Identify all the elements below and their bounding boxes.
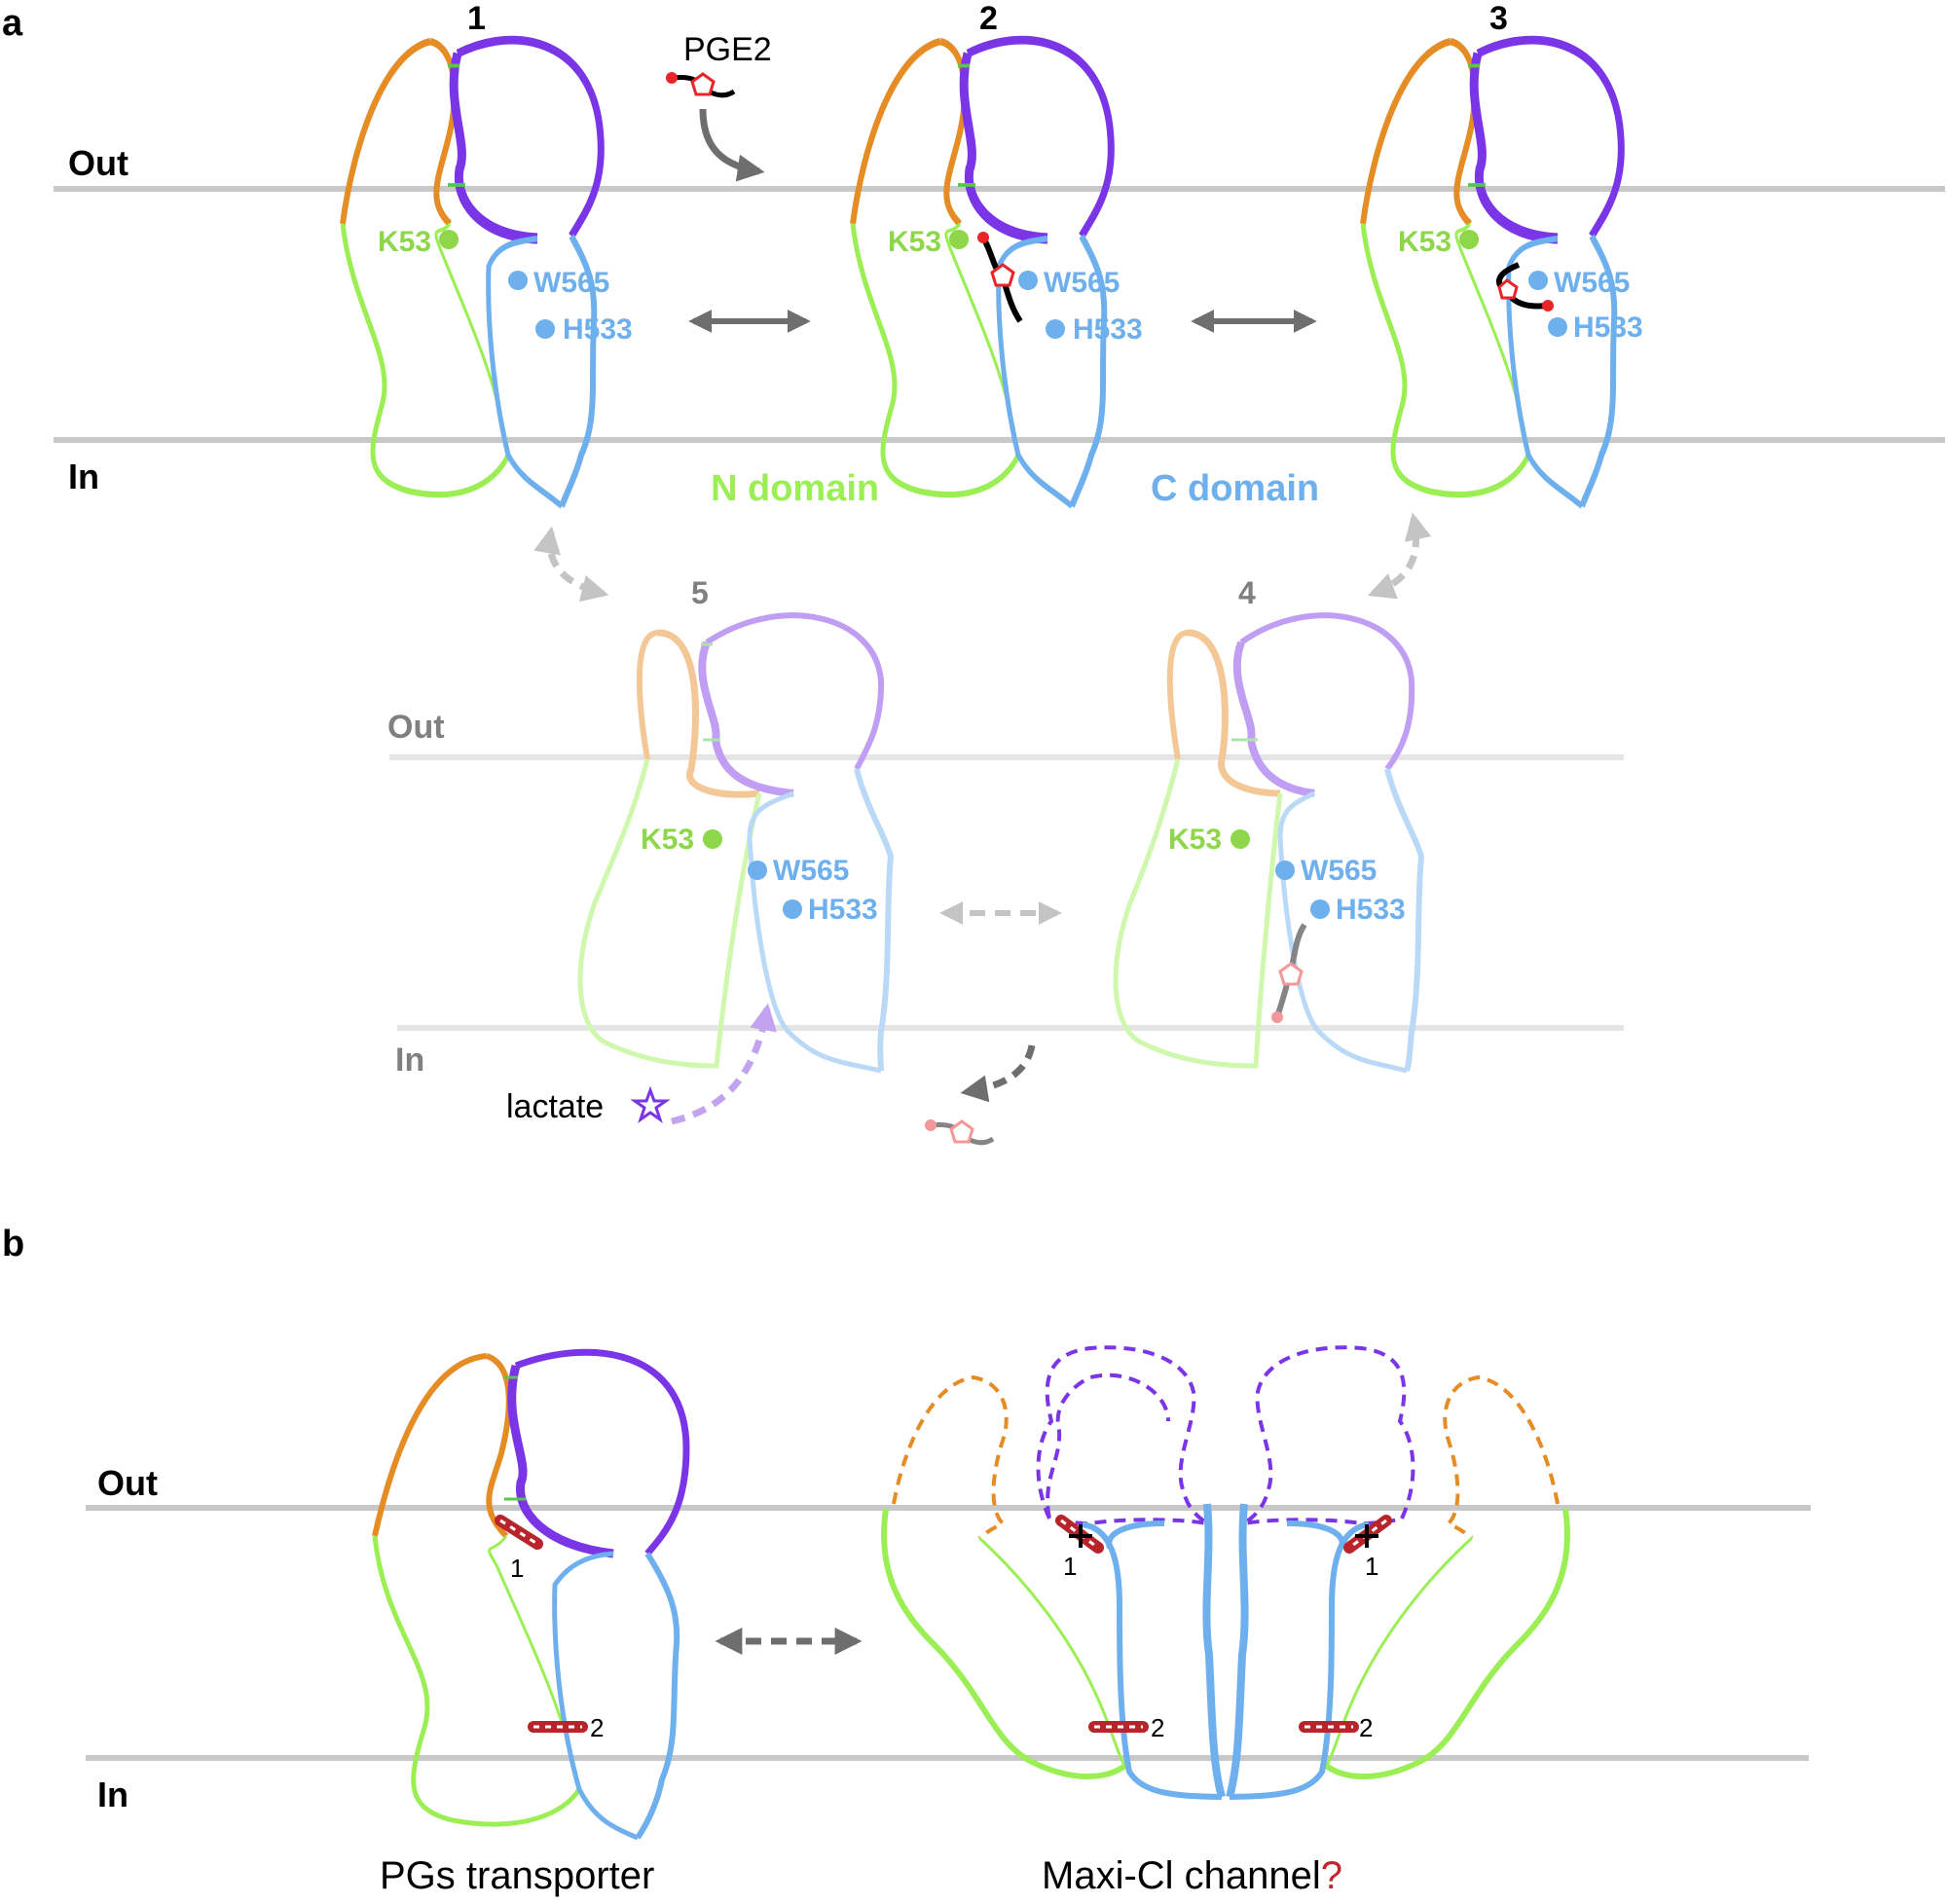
h533-label-3: H533 <box>1573 311 1643 344</box>
panel-b-label: b <box>2 1224 24 1264</box>
h533-dot-3 <box>1548 317 1567 337</box>
gate-1-label-transporter: 1 <box>510 1554 524 1583</box>
arrow-3-4-dashed <box>1367 512 1432 600</box>
pgs-transporter-caption: PGs transporter <box>380 1854 654 1897</box>
h533-label-1: H533 <box>563 313 633 346</box>
in-label-a: In <box>68 457 99 496</box>
k53-dot-5 <box>703 829 722 849</box>
w565-dot-2 <box>1018 271 1038 290</box>
h533-dot-5 <box>783 899 802 919</box>
pgs-transporter-protein <box>375 1352 686 1838</box>
lactate-star-icon <box>630 1085 671 1123</box>
state-2-number: 2 <box>979 0 998 37</box>
state-1-number: 1 <box>467 0 486 37</box>
k53-dot-3 <box>1459 230 1479 249</box>
maxi-cl-channel-right-subunit <box>1226 1345 1570 1800</box>
out-label-b: Out <box>97 1463 158 1503</box>
gate-1-channel-left <box>1055 1515 1104 1554</box>
gate-2-label-channel-right: 2 <box>1359 1713 1373 1742</box>
h533-dot-2 <box>1046 319 1065 339</box>
gate-1-label-channel-left: 1 <box>1063 1552 1077 1581</box>
pge2-ligand-state-3 <box>1496 262 1554 311</box>
in-label-b: In <box>97 1775 129 1814</box>
pge2-exit-arrow <box>960 1044 1036 1103</box>
w565-label-3: W565 <box>1554 267 1630 299</box>
arrow-1-5-dashed <box>533 526 609 603</box>
w565-dot-1 <box>508 271 528 290</box>
gate-2-label-transporter: 2 <box>590 1713 604 1742</box>
pge2-ligand-released <box>925 1119 993 1143</box>
pge2-label: PGE2 <box>683 31 772 68</box>
pge2-entry-arrow <box>699 108 765 182</box>
w565-dot-4 <box>1275 860 1295 880</box>
lactate-label: lactate <box>506 1088 604 1125</box>
in-label-row2: In <box>395 1042 424 1079</box>
gate-1-transporter <box>495 1515 543 1550</box>
w565-label-2: W565 <box>1044 267 1120 299</box>
question-mark: ? <box>1321 1854 1342 1897</box>
h533-label-4: H533 <box>1336 894 1406 926</box>
gate-1-label-channel-right: 1 <box>1365 1552 1378 1581</box>
gate-1-channel-right <box>1343 1515 1392 1554</box>
panel-a-label: a <box>2 3 23 44</box>
pge2-ligand-incoming <box>666 72 734 95</box>
n-domain-label: N domain <box>711 468 879 509</box>
state-5-number: 5 <box>691 575 709 610</box>
state-3-number: 3 <box>1489 0 1508 37</box>
k53-label-1: K53 <box>378 226 431 258</box>
maxi-cl-channel-left-subunit <box>881 1345 1226 1800</box>
h533-label-2: H533 <box>1073 313 1143 346</box>
w565-label-1: W565 <box>533 267 609 299</box>
k53-dot-2 <box>949 230 969 249</box>
gate-2-label-channel-left: 2 <box>1151 1713 1164 1742</box>
pge2-ligand-state-4 <box>1271 923 1307 1023</box>
k53-dot-4 <box>1231 829 1250 849</box>
state-4-protein <box>1113 612 1425 1074</box>
state-5-protein <box>577 612 895 1074</box>
w565-label-4: W565 <box>1301 855 1377 887</box>
lactate-entry-arrow <box>671 1003 777 1125</box>
maxi-cl-channel-caption: Maxi-Cl channel? <box>1042 1854 1342 1897</box>
w565-dot-5 <box>748 860 767 880</box>
w565-label-5: W565 <box>773 855 849 887</box>
state-4-number: 4 <box>1238 575 1256 610</box>
pge2-ligand-state-2 <box>977 232 1023 323</box>
k53-label-5: K53 <box>641 824 694 856</box>
maxi-cl-channel-caption-text: Maxi-Cl channel <box>1042 1854 1321 1897</box>
out-label-a: Out <box>68 143 129 183</box>
w565-dot-3 <box>1528 271 1548 290</box>
k53-dot-1 <box>439 230 459 249</box>
out-label-row2: Out <box>387 709 445 746</box>
k53-label-2: K53 <box>888 226 941 258</box>
h533-dot-4 <box>1310 899 1330 919</box>
h533-dot-1 <box>535 319 555 339</box>
h533-label-5: H533 <box>808 894 878 926</box>
k53-label-3: K53 <box>1398 226 1451 258</box>
k53-label-4: K53 <box>1168 824 1222 856</box>
c-domain-label: C domain <box>1151 468 1319 509</box>
